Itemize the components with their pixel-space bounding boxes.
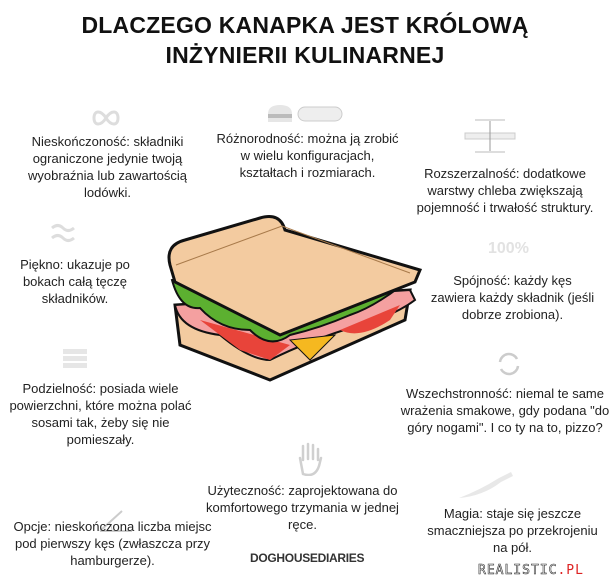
rotate-icon [498, 352, 520, 376]
infinity-icon [92, 110, 120, 126]
expand-arrows-icon [464, 119, 516, 153]
percent-icon: 100% [488, 240, 529, 257]
feature-consistency: Spójność: każdy kęs zawiera każdy składn… [430, 273, 595, 322]
angle-icon [99, 510, 132, 532]
sandwich-illustration [167, 215, 423, 382]
feature-beauty: Piękno: ukazuje po bokach całą tęczę skł… [20, 257, 130, 306]
title-line-2: INŻYNIERII KULINARNEJ [165, 42, 445, 68]
hand-icon [298, 442, 323, 476]
credit-logo: DOGHOUSEDIARIES [250, 551, 365, 565]
watermark-main: REALISTIC [478, 563, 558, 579]
feature-divisibility: Podzielność: posiada wiele powierzchni, … [9, 381, 192, 447]
watermark-accent: .PL [557, 563, 584, 578]
wave-icon [51, 224, 75, 242]
feature-variety: Różnorodność: można ją zrobić w wielu ko… [216, 131, 399, 180]
knife-icon [459, 472, 513, 498]
feature-extensibility: Rozszerzalność: dodatkowe warstwy chleba… [416, 166, 594, 215]
feature-versatility: Wszechstronność: niemal te same wrażenia… [400, 386, 610, 435]
bread-shapes-icon [268, 105, 343, 122]
feature-magic: Magia: staje się jeszcze smaczniejsza po… [427, 506, 598, 555]
feature-infinity: Nieskończoność: składniki ograniczone je… [28, 134, 187, 200]
title-line-1: DLACZEGO KANAPKA JEST KRÓLOWĄ [81, 12, 529, 38]
feature-options: Opcje: nieskończona liczba miejsc pod pi… [13, 519, 212, 568]
watermark: REALISTIC.PL [478, 563, 584, 579]
feature-usability: Użyteczność: zaprojektowana do komfortow… [206, 483, 399, 532]
layers-icon [63, 349, 87, 368]
